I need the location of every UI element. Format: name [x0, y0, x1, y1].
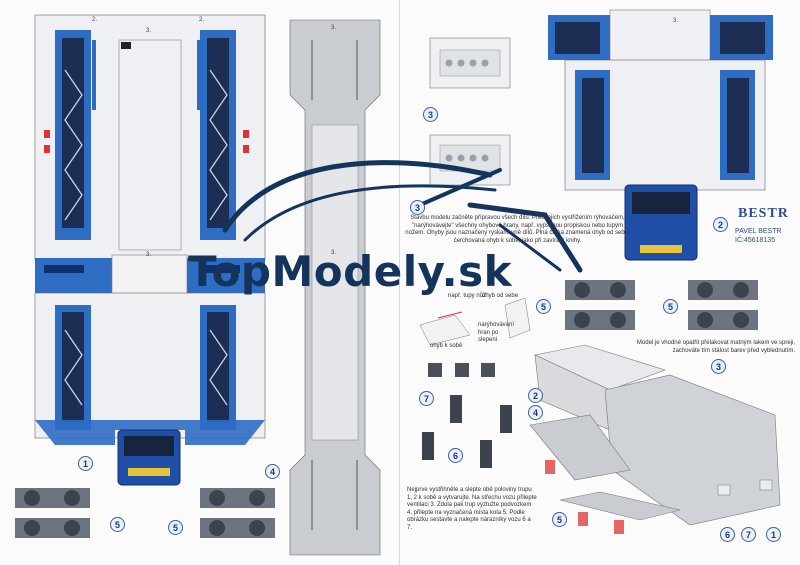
- note-fold-to: ohyb k sobě: [430, 343, 463, 349]
- publisher-name: PAVEL BESTR: [735, 228, 782, 235]
- note-varnish: Model je vhodné opatřit přelakovat matný…: [636, 340, 795, 354]
- callout-3c: 3: [711, 359, 726, 374]
- bogies-left: [15, 488, 275, 538]
- callout-2b: 2: [528, 388, 543, 403]
- note-fold-away: ohyb od sebe: [482, 293, 519, 299]
- part-number-3e: 3.: [673, 18, 679, 24]
- callout-5c: 5: [536, 299, 551, 314]
- callout-1b: 1: [766, 527, 781, 542]
- part-number-3c: 3.: [331, 25, 337, 31]
- callout-1: 1: [78, 456, 93, 471]
- intro-instructions: Stavbu modelu začněte přípravou všech dí…: [405, 215, 630, 244]
- body-half-top: [34, 14, 266, 301]
- publisher-ic: IČ:45618135: [735, 237, 776, 244]
- assembly-instructions: Nejprve vystřihněte a slepte obě polovin…: [407, 487, 537, 531]
- part-number-2b: 2.: [199, 17, 205, 23]
- callout-3a: 3: [423, 107, 438, 122]
- roof-vent-parts: [429, 37, 511, 186]
- part-number-3d: 3.: [331, 250, 337, 256]
- assembly-diagram: [529, 344, 781, 534]
- callout-5b: 5: [168, 520, 183, 535]
- callout-5e: 5: [552, 512, 567, 527]
- fold-illustrations: [419, 297, 531, 346]
- page-fold: [399, 0, 400, 565]
- part-number-3a: 3.: [146, 28, 152, 34]
- callout-4: 4: [265, 464, 280, 479]
- callout-5d: 5: [663, 299, 678, 314]
- callout-7a: 7: [419, 391, 434, 406]
- note-tools: např. tupy nůž: [448, 293, 487, 299]
- bogies-right: [565, 280, 758, 330]
- callout-6a: 6: [448, 448, 463, 463]
- note-scoring: narýhovávání hran po slepení: [478, 322, 515, 343]
- body-half-bottom: [34, 292, 266, 486]
- publisher-logo: BESTR: [738, 206, 789, 221]
- callout-4b: 4: [528, 405, 543, 420]
- callout-5a: 5: [110, 517, 125, 532]
- body-end-top: [548, 9, 773, 261]
- small-parts: [422, 363, 512, 468]
- callout-3b: 3: [410, 200, 425, 215]
- callout-2: 2: [713, 217, 728, 232]
- callout-6b: 6: [720, 527, 735, 542]
- part-number-3b: 3.: [146, 252, 152, 258]
- underframe-part: [289, 19, 381, 556]
- watermark-text: TopModely.sk: [188, 247, 512, 296]
- watermark-swoosh: [222, 160, 583, 273]
- part-number-2a: 2.: [92, 17, 98, 23]
- callout-7b: 7: [741, 527, 756, 542]
